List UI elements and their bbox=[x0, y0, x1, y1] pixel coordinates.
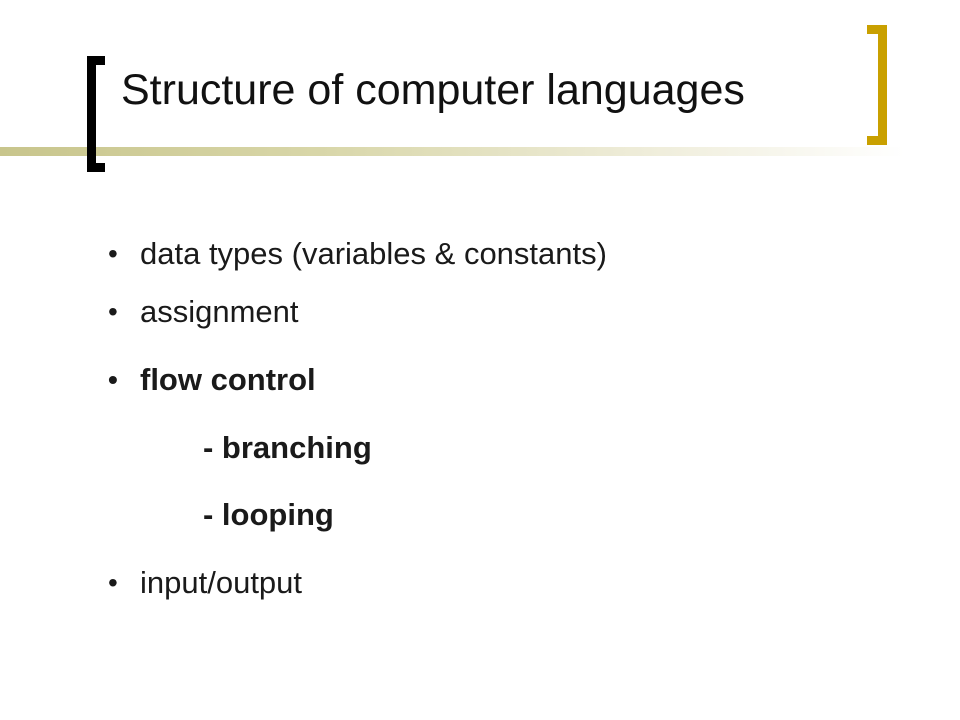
sub-item-looping: - looping bbox=[203, 495, 334, 535]
list-item-text: - branching bbox=[203, 430, 372, 465]
list-item-input-output: • input/output bbox=[108, 563, 303, 603]
list-item-text: data types (variables & constants) bbox=[140, 236, 607, 271]
list-item-text: flow control bbox=[140, 362, 316, 397]
list-item-text: assignment bbox=[140, 294, 299, 329]
bullet-dot: • bbox=[108, 296, 118, 327]
sub-item-branching: - branching bbox=[203, 428, 372, 468]
list-item-text: - looping bbox=[203, 497, 334, 532]
slide-title: Structure of computer languages bbox=[121, 66, 745, 114]
list-item-data-types: • data types (variables & constants) bbox=[108, 234, 607, 274]
list-item-text: input/output bbox=[140, 565, 303, 600]
list-item-assignment: • assignment bbox=[108, 292, 299, 332]
title-underline-rule bbox=[0, 147, 905, 156]
bullet-dot: • bbox=[108, 567, 118, 598]
bullet-dot: • bbox=[108, 364, 118, 395]
right-bracket-decoration bbox=[867, 25, 887, 145]
left-bracket-decoration bbox=[87, 56, 105, 172]
list-item-flow-control: • flow control bbox=[108, 360, 316, 400]
bullet-dot: • bbox=[108, 238, 118, 269]
